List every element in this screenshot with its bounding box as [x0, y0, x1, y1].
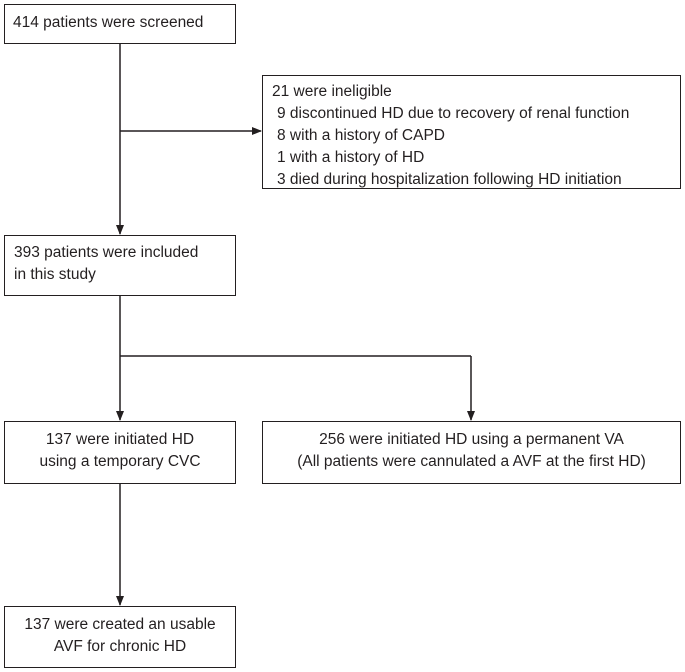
usable-avf-text-line1: 137 were created an usable: [24, 616, 216, 633]
ineligible-reason-capd: 8 with a history of CAPD: [277, 127, 445, 144]
temporary-cvc-text-line2: using a temporary CVC: [39, 453, 201, 470]
included-text-line2: in this study: [14, 266, 96, 283]
ineligible-box: 21 were ineligible 9 discontinued HD due…: [262, 75, 681, 189]
included-box: 393 patients were included in this study: [4, 235, 236, 296]
screened-text: 414 patients were screened: [13, 14, 204, 31]
usable-avf-text-line2: AVF for chronic HD: [53, 638, 187, 655]
usable-avf-box: 137 were created an usable AVF for chron…: [4, 606, 236, 668]
temporary-cvc-box: 137 were initiated HD using a temporary …: [4, 421, 236, 484]
screened-box: 414 patients were screened: [4, 4, 236, 44]
ineligible-reason-died: 3 died during hospitalization following …: [277, 171, 622, 188]
included-text-line1: 393 patients were included: [14, 244, 199, 261]
permanent-va-box: 256 were initiated HD using a permanent …: [262, 421, 681, 484]
temporary-cvc-text-line1: 137 were initiated HD: [45, 431, 195, 448]
ineligible-reason-hd-history: 1 with a history of HD: [277, 149, 425, 166]
ineligible-reason-recovery: 9 discontinued HD due to recovery of ren…: [277, 105, 630, 122]
permanent-va-text-line2: (All patients were cannulated a AVF at t…: [297, 453, 646, 470]
permanent-va-text-line1: 256 were initiated HD using a permanent …: [319, 431, 624, 448]
ineligible-title: 21 were ineligible: [272, 83, 392, 100]
